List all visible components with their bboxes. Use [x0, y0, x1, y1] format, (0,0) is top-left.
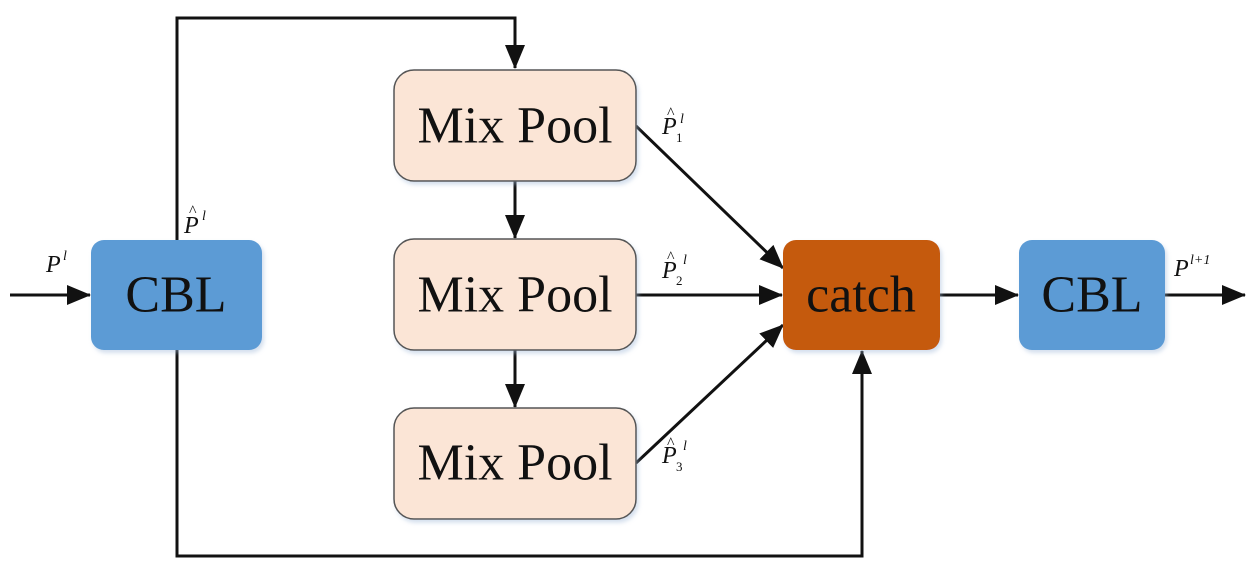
- mixpool-3-label: Mix Pool: [417, 435, 612, 492]
- label-input-base: P: [45, 252, 61, 278]
- label-input-sup: l: [63, 249, 67, 264]
- label-output-sup: l+1: [1190, 253, 1210, 268]
- label-input-p: P l: [45, 249, 67, 278]
- node-mixpool-3: Mix Pool: [393, 407, 637, 520]
- connectors: [10, 16, 1246, 558]
- node-cbl-out: CBL: [1019, 240, 1165, 350]
- cbl-in-box: [91, 240, 262, 350]
- label-p1: ^ P 1 l: [661, 105, 684, 145]
- label-p2-sub: 2: [676, 273, 683, 288]
- node-catch: catch: [783, 240, 940, 350]
- label-p2: ^ P 2 l: [661, 249, 687, 288]
- label-hat-base: P: [183, 213, 199, 239]
- mixpool-2-box: [393, 238, 637, 351]
- node-mixpool-1: Mix Pool: [393, 69, 637, 182]
- cbl-in-label: CBL: [125, 267, 226, 324]
- label-p3-base: P: [661, 443, 677, 469]
- cbl-out-box: [1019, 240, 1165, 350]
- edge-cbl-to-catch-skip: [175, 350, 872, 558]
- edge-mixpool-3-to-catch: [634, 323, 785, 465]
- label-output-base: P: [1173, 256, 1189, 282]
- label-output-p: P l+1: [1173, 253, 1210, 282]
- mixpool-3-box: [393, 407, 637, 520]
- edge-mixpool-1-to-catch: [634, 124, 785, 270]
- catch-label: catch: [806, 267, 916, 324]
- label-p2-base: P: [661, 258, 677, 284]
- mixpool-1-box: [393, 69, 637, 182]
- label-p1-hat: ^: [667, 105, 675, 122]
- label-hat-mark: ^: [189, 203, 197, 220]
- label-p1-sub: 1: [676, 130, 683, 145]
- node-cbl-in: CBL: [91, 240, 262, 350]
- cbl-out-label: CBL: [1041, 267, 1142, 324]
- label-p3: ^ P 3 l: [661, 435, 687, 474]
- label-p3-sup: l: [683, 439, 687, 454]
- mixpool-1-label: Mix Pool: [417, 98, 612, 155]
- label-p3-hat: ^: [667, 435, 675, 452]
- label-p2-sup: l: [683, 253, 687, 268]
- catch-box: [783, 240, 940, 350]
- label-cbl-out-hat: ^ P l: [183, 203, 206, 239]
- label-p3-sub: 3: [676, 459, 683, 474]
- node-mixpool-2: Mix Pool: [393, 238, 637, 351]
- label-p1-base: P: [661, 114, 677, 140]
- label-hat-sup: l: [202, 209, 206, 224]
- label-p1-sup: l: [680, 112, 684, 127]
- edge-cbl-to-mixpool-1: [175, 16, 525, 240]
- label-p2-hat: ^: [667, 249, 675, 266]
- mixpool-2-label: Mix Pool: [417, 267, 612, 324]
